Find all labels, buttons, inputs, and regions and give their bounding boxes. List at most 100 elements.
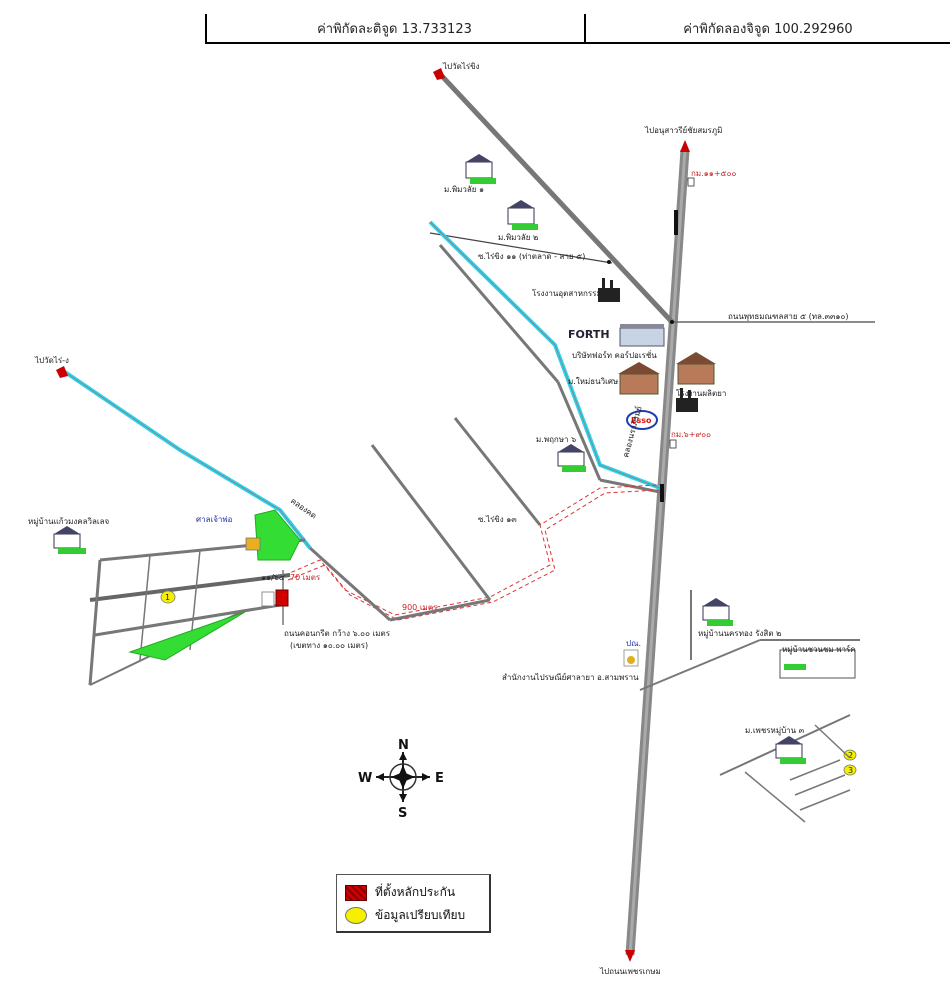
village-icon [702,598,733,626]
factory-icon [676,388,698,412]
label-village-2: ม.พิมวลัย ๒ [498,233,538,242]
label-factory-2: โรงงานผลิตยา [676,388,726,398]
village-road-v2 [139,554,151,661]
label-office-tag: ปณ. [626,639,641,648]
esso-logo-icon [626,410,658,430]
legend-row-comparable: ข้อมูลเปรียบเทียบ [345,906,465,925]
label-road-width-1: ถนนคอนกรีต กว้าง ๖.๐๐ เมตร [284,629,391,638]
road-diagonal-2 [453,417,542,526]
legend-collateral-label: ที่ตั้งหลักประกัน [375,885,456,899]
village-road-2 [89,573,291,602]
route-dashed [284,484,659,616]
compass-rose-icon [376,752,430,802]
left-road-end-marker-icon [56,366,68,378]
house-icon [676,352,716,385]
compass-east: E [435,771,444,786]
label-village-6: หมู่บ้านชวนชม พาร์ค [782,644,856,655]
collateral-marker-icon [275,589,289,607]
label-to-left: ไปวัดไร่-ง [34,356,69,365]
latitude-label: ค่าพิกัดละติจูด 13.733123 [317,22,472,37]
soi-11-road [429,232,613,264]
junction-dot-icon [607,260,611,264]
label-distance-70: 70 เมตร [290,573,321,582]
road-lower-right-9 [814,724,851,759]
km-post-icon [687,177,695,187]
village-icon [53,526,86,554]
side-road-canal-lower [556,381,602,481]
village-6-green [784,664,806,670]
side-road-canal [438,244,560,383]
km-post-icon [669,439,677,449]
temple-building-icon [245,537,261,551]
label-soi-main: ซ.ไร่ขิง ๑๑ (ท่าตลาด - สาย ๕) [478,252,585,261]
coordinate-header: ค่าพิกัดละติจูด 13.733123 ค่าพิกัดลองจิจ… [205,14,950,44]
adjacent-plot [261,591,275,607]
coordinate-divider-middle [584,14,586,44]
label-village-1: ม.พิมวลัย ๑ [444,185,484,194]
forth-logo-text: FORTH [568,328,610,341]
label-canal-left: คลองคด [289,496,318,520]
village-road-3 [94,603,281,637]
forth-building-icon [619,324,665,347]
junction-dot-icon [670,320,674,324]
label-km-marker-mid: กม.๖+๙๐๐ [671,430,711,439]
label-temple: ศาลเจ้าพ่อ [196,515,233,524]
green-area-2 [128,611,246,661]
map-legend: ที่ตั้งหลักประกัน ข้อมูลเปรียบเทียบ [336,874,491,933]
label-office: สำนักงานไปรษณีย์ศาลายา อ.สามพราน [502,672,639,682]
label-village-4: ม.พฤกษา ๖ [536,435,576,444]
main-highway-center [628,149,687,956]
road-lower-right-7 [794,774,846,796]
compass-south: S [398,806,407,821]
longitude-label: ค่าพิกัดลองจิจูด 100.292960 [683,22,853,37]
village-road-v1 [88,559,102,686]
canal-left-edge [64,371,311,549]
road-lower-right-6 [789,759,841,781]
label-village-5: หมู่บ้านนครทอง รังสิต ๒ [698,629,781,639]
comparable-marker-icon [160,590,176,604]
comparable-marker-icon [843,749,857,761]
arrow-south-icon [625,950,635,962]
label-road-width-2: (เขตทาง ๑๐.๐๐ เมตร) [290,641,368,650]
village-6-box [779,649,856,679]
post-office-emblem-icon [627,656,635,664]
road-end-marker-icon [433,68,445,80]
compass-north: N [398,738,409,753]
label-soi-side: ซ.ไร่ขิง ๑๓ [478,515,517,524]
bridge-marker-icon [674,210,678,235]
label-distance-900: 900 เมตร [402,603,438,612]
legend-red-swatch-icon [345,884,367,901]
esso-logo-text: Esso [631,416,652,425]
road-lower-right-8 [799,789,851,811]
label-canal-side: คลองนราภิรมย์ [620,405,643,459]
factory-icon [598,278,620,302]
label-village-3: ม.ใหม่ธนวิเศษ [568,377,618,386]
road-lower-right-5 [744,771,806,823]
road-to-temple [438,72,674,324]
village-icon [557,444,586,472]
label-main-road: ถนนพุทธมณฑลสาย ๕ (ทล.๓๓๑๐) [728,312,849,321]
road-lower-middle-2 [389,598,491,622]
label-forth-company: บริษัทฟอร์ท คอร์ปอเรชั่น [572,349,657,360]
road-lower-middle [308,546,392,622]
label-to-top-left: ไปวัดไร่ขิง [442,62,480,71]
label-plot-number: ๑๑/๖๔ [261,573,285,582]
canal-upper-edge [429,221,661,489]
road-lower-right-2 [639,639,761,691]
label-to-bottom: ไปถนนเพชรเกษม [599,967,661,976]
compass-west: W [358,771,372,786]
route-dashed-2 [287,489,659,621]
village-icon [465,154,496,184]
bridge-marker-icon [660,484,664,502]
road-diagonal [370,444,492,601]
comparable-mark-3: 3 [848,766,853,775]
arrow-north-icon [680,140,690,152]
legend-row-collateral: ที่ตั้งหลักประกัน [345,883,455,902]
comparable-mark-1: 1 [165,593,170,602]
coordinate-divider-left [205,14,207,44]
legend-comparable-label: ข้อมูลเปรียบเทียบ [375,908,466,922]
comparable-marker-icon [843,764,857,776]
house-icon [618,362,660,395]
village-icon [507,200,538,230]
